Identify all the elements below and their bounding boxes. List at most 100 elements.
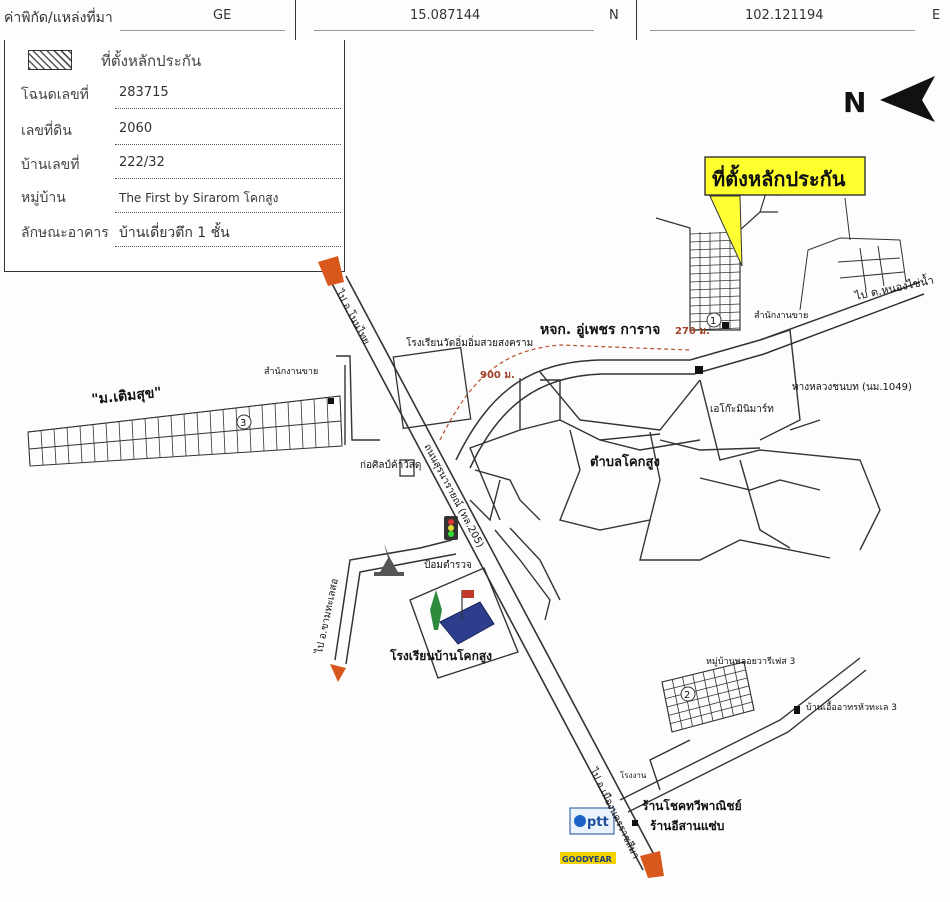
longitude-value: 102.121194	[745, 8, 824, 23]
lot-line	[671, 679, 683, 730]
lot-line	[170, 415, 174, 457]
coord-source-label: ค่าพิกัด/แหล่งที่มา	[4, 10, 113, 26]
lot-line	[661, 681, 673, 733]
lot-line	[79, 425, 83, 463]
marker-number-1: 1	[710, 316, 716, 327]
land-number-value: 2060	[119, 121, 153, 136]
deed-number-value: 283715	[119, 85, 169, 100]
lot-line	[144, 418, 148, 459]
west-road-arrow	[330, 664, 346, 682]
lot-line	[671, 709, 755, 733]
lot-line	[689, 327, 741, 331]
label-sales-office-left: สำนักงานขาย	[264, 366, 318, 377]
lot-line	[689, 247, 741, 251]
label-village-left: "ม.เติมสุข"	[91, 385, 163, 408]
ptt-station: ptt GOODYEAR	[560, 807, 616, 864]
lot-line	[339, 395, 343, 447]
lot-line	[287, 401, 291, 450]
village-value: The First by Sirarom โคกสูง	[119, 191, 279, 205]
lot-line	[661, 661, 745, 683]
village-left-lots	[27, 395, 343, 467]
marker-number-2: 2	[684, 690, 690, 701]
lot-line	[689, 255, 741, 259]
lot-line	[689, 295, 741, 299]
marker-number-3: 3	[240, 418, 246, 429]
lot-line	[209, 410, 213, 455]
lot-line	[40, 430, 44, 466]
lot-line	[689, 303, 741, 307]
lot-line	[222, 409, 226, 454]
label-to-south: ไป อ.เมืองนครราชสีมา	[587, 765, 642, 861]
lot-line	[300, 400, 304, 449]
village-label: หมู่บ้าน	[21, 190, 66, 206]
lot-line	[196, 412, 200, 456]
house-number-label: บ้านเลขที่	[21, 157, 80, 173]
lot-line	[666, 685, 750, 708]
lot-line	[670, 701, 753, 725]
lot-line	[689, 263, 741, 267]
label-highway-205: ถนนสุรนารายณ์ (ทล.205)	[421, 442, 486, 550]
label-village-hud: บ้านเอื้ออาทรหัวทะเล 3	[806, 700, 897, 713]
lot-line	[66, 427, 70, 464]
label-police: ป้อมตำรวจ	[424, 559, 472, 571]
construction-store-block	[399, 459, 415, 477]
school-bottom-block	[409, 567, 519, 679]
lot-line	[682, 676, 693, 727]
label-to-west: ไป อ.ขามทะเลสอ	[313, 577, 341, 655]
local-road-network	[469, 329, 881, 561]
village-left-grid	[27, 395, 343, 467]
label-school-top: โรงเรียนวัดอิ่มอิ่มสวยสงคราม	[406, 335, 533, 349]
lot-line	[92, 424, 96, 462]
lot-line	[689, 271, 741, 275]
lot-line	[183, 413, 187, 457]
lot-line	[692, 674, 704, 724]
callout-label: ที่ตั้งหลักประกัน	[712, 164, 846, 191]
lot-line	[105, 422, 109, 462]
flag	[462, 590, 474, 598]
temple-icon	[374, 544, 404, 576]
lot-line	[261, 404, 265, 452]
latitude-value: 15.087144	[410, 8, 481, 23]
lot-line	[702, 671, 714, 722]
lot-line	[663, 669, 746, 691]
village-lower-outline	[661, 661, 755, 733]
latitude-direction: N	[609, 8, 619, 23]
label-company: หจก. อู่เพชร การาจ	[540, 322, 660, 338]
label-to-nongkhai: ไป ต.หนองไข่น้ำ	[853, 272, 936, 304]
lot-line	[689, 231, 741, 235]
building-type-label: ลักษณะอาคาร	[21, 225, 109, 241]
lot-line	[326, 397, 330, 447]
lot-line	[723, 666, 734, 716]
tree-icon	[430, 590, 442, 630]
label-ekkamai: เอโก๊ะมินิมาร์ท	[710, 402, 774, 415]
village-far-right-grid	[799, 197, 907, 311]
village-lower-grid	[661, 661, 755, 733]
label-distance-270: 270 ม.	[675, 326, 710, 337]
label-to-north: ไป อ.โนนไทย	[333, 286, 373, 346]
ptt-logo: ptt	[587, 815, 609, 830]
label-tambon: ตำบลโคกสูง	[590, 453, 660, 470]
header-cell-source	[0, 0, 296, 40]
school-top-block	[392, 346, 472, 430]
road-lower-branch	[494, 527, 867, 813]
lot-line	[689, 239, 741, 243]
lot-line	[668, 693, 751, 716]
goodyear-logo: GOODYEAR	[562, 855, 612, 864]
lot-line	[689, 287, 741, 291]
label-sales-office-top: สำนักงานขาย	[754, 310, 808, 321]
lot-line	[689, 319, 741, 323]
highway-arrow-south	[640, 851, 664, 878]
lot-line	[733, 664, 745, 713]
road-to-khamthalesor	[334, 539, 457, 665]
longitude-direction: E	[932, 8, 941, 23]
coord-source-value: GE	[213, 8, 232, 23]
village-subject-outline	[655, 178, 779, 331]
legend-hatch-swatch	[28, 50, 72, 70]
label-factory: โรงงาน	[620, 770, 647, 780]
route-dashed	[439, 344, 691, 441]
label-shop-isan: ร้านอีสานแซ่บ	[650, 819, 724, 833]
label-school-bottom: โรงเรียนบ้านโคกสูง	[389, 648, 492, 664]
house-number-value: 222/32	[119, 155, 165, 170]
header-cell-lat	[296, 0, 637, 40]
